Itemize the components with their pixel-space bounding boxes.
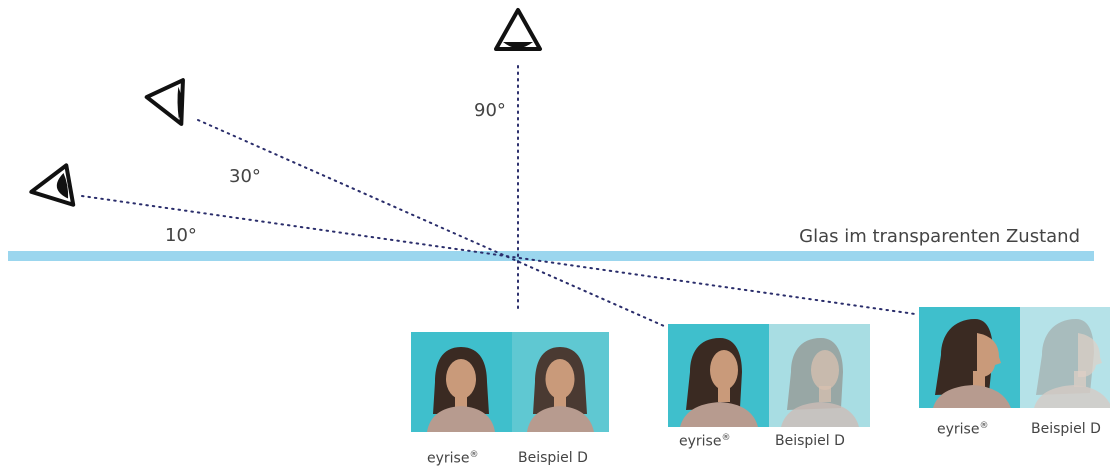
- caption-eyrise-90: eyrise®: [427, 450, 478, 467]
- glass-state-label: Glas im transparenten Zustand: [799, 226, 1080, 247]
- caption-example-10: Beispiel D: [1031, 421, 1101, 437]
- portrait-three-quarter-faded: [781, 338, 859, 427]
- portrait-profile: [933, 319, 1011, 408]
- photo-example-30: [769, 324, 870, 427]
- angle-label-10: 10°: [165, 225, 197, 246]
- photo-eyrise-90: [411, 332, 512, 432]
- caption-example-30: Beispiel D: [775, 433, 845, 449]
- eye-30-icon: [144, 78, 185, 126]
- photo-example-10: [1020, 307, 1110, 408]
- caption-example-90: Beispiel D: [518, 450, 588, 466]
- sight-line-30: [197, 119, 665, 327]
- caption-product: eyrise: [679, 433, 722, 450]
- glass-pane: [8, 251, 1094, 261]
- portrait-three-quarter: [680, 338, 758, 427]
- photo-eyrise-10: [919, 307, 1020, 408]
- caption-eyrise-10: eyrise®: [937, 421, 988, 438]
- portrait-profile-faded: [1034, 319, 1110, 408]
- caption-product: eyrise: [427, 450, 470, 467]
- photo-eyrise-30: [668, 324, 769, 427]
- angle-label-90: 90°: [474, 100, 506, 121]
- eye-10-icon: [29, 163, 76, 207]
- angle-label-30: 30°: [229, 166, 261, 187]
- eye-top-icon: [494, 8, 542, 51]
- portrait-front-example: [527, 347, 594, 432]
- registered-mark: ®: [979, 421, 989, 431]
- photo-example-90: [512, 332, 609, 432]
- caption-eyrise-30: eyrise®: [679, 433, 730, 450]
- registered-mark: ®: [469, 450, 479, 460]
- registered-mark: ®: [721, 433, 731, 443]
- portrait-front: [427, 347, 495, 432]
- sight-line-10: [81, 195, 916, 315]
- caption-product: eyrise: [937, 421, 980, 438]
